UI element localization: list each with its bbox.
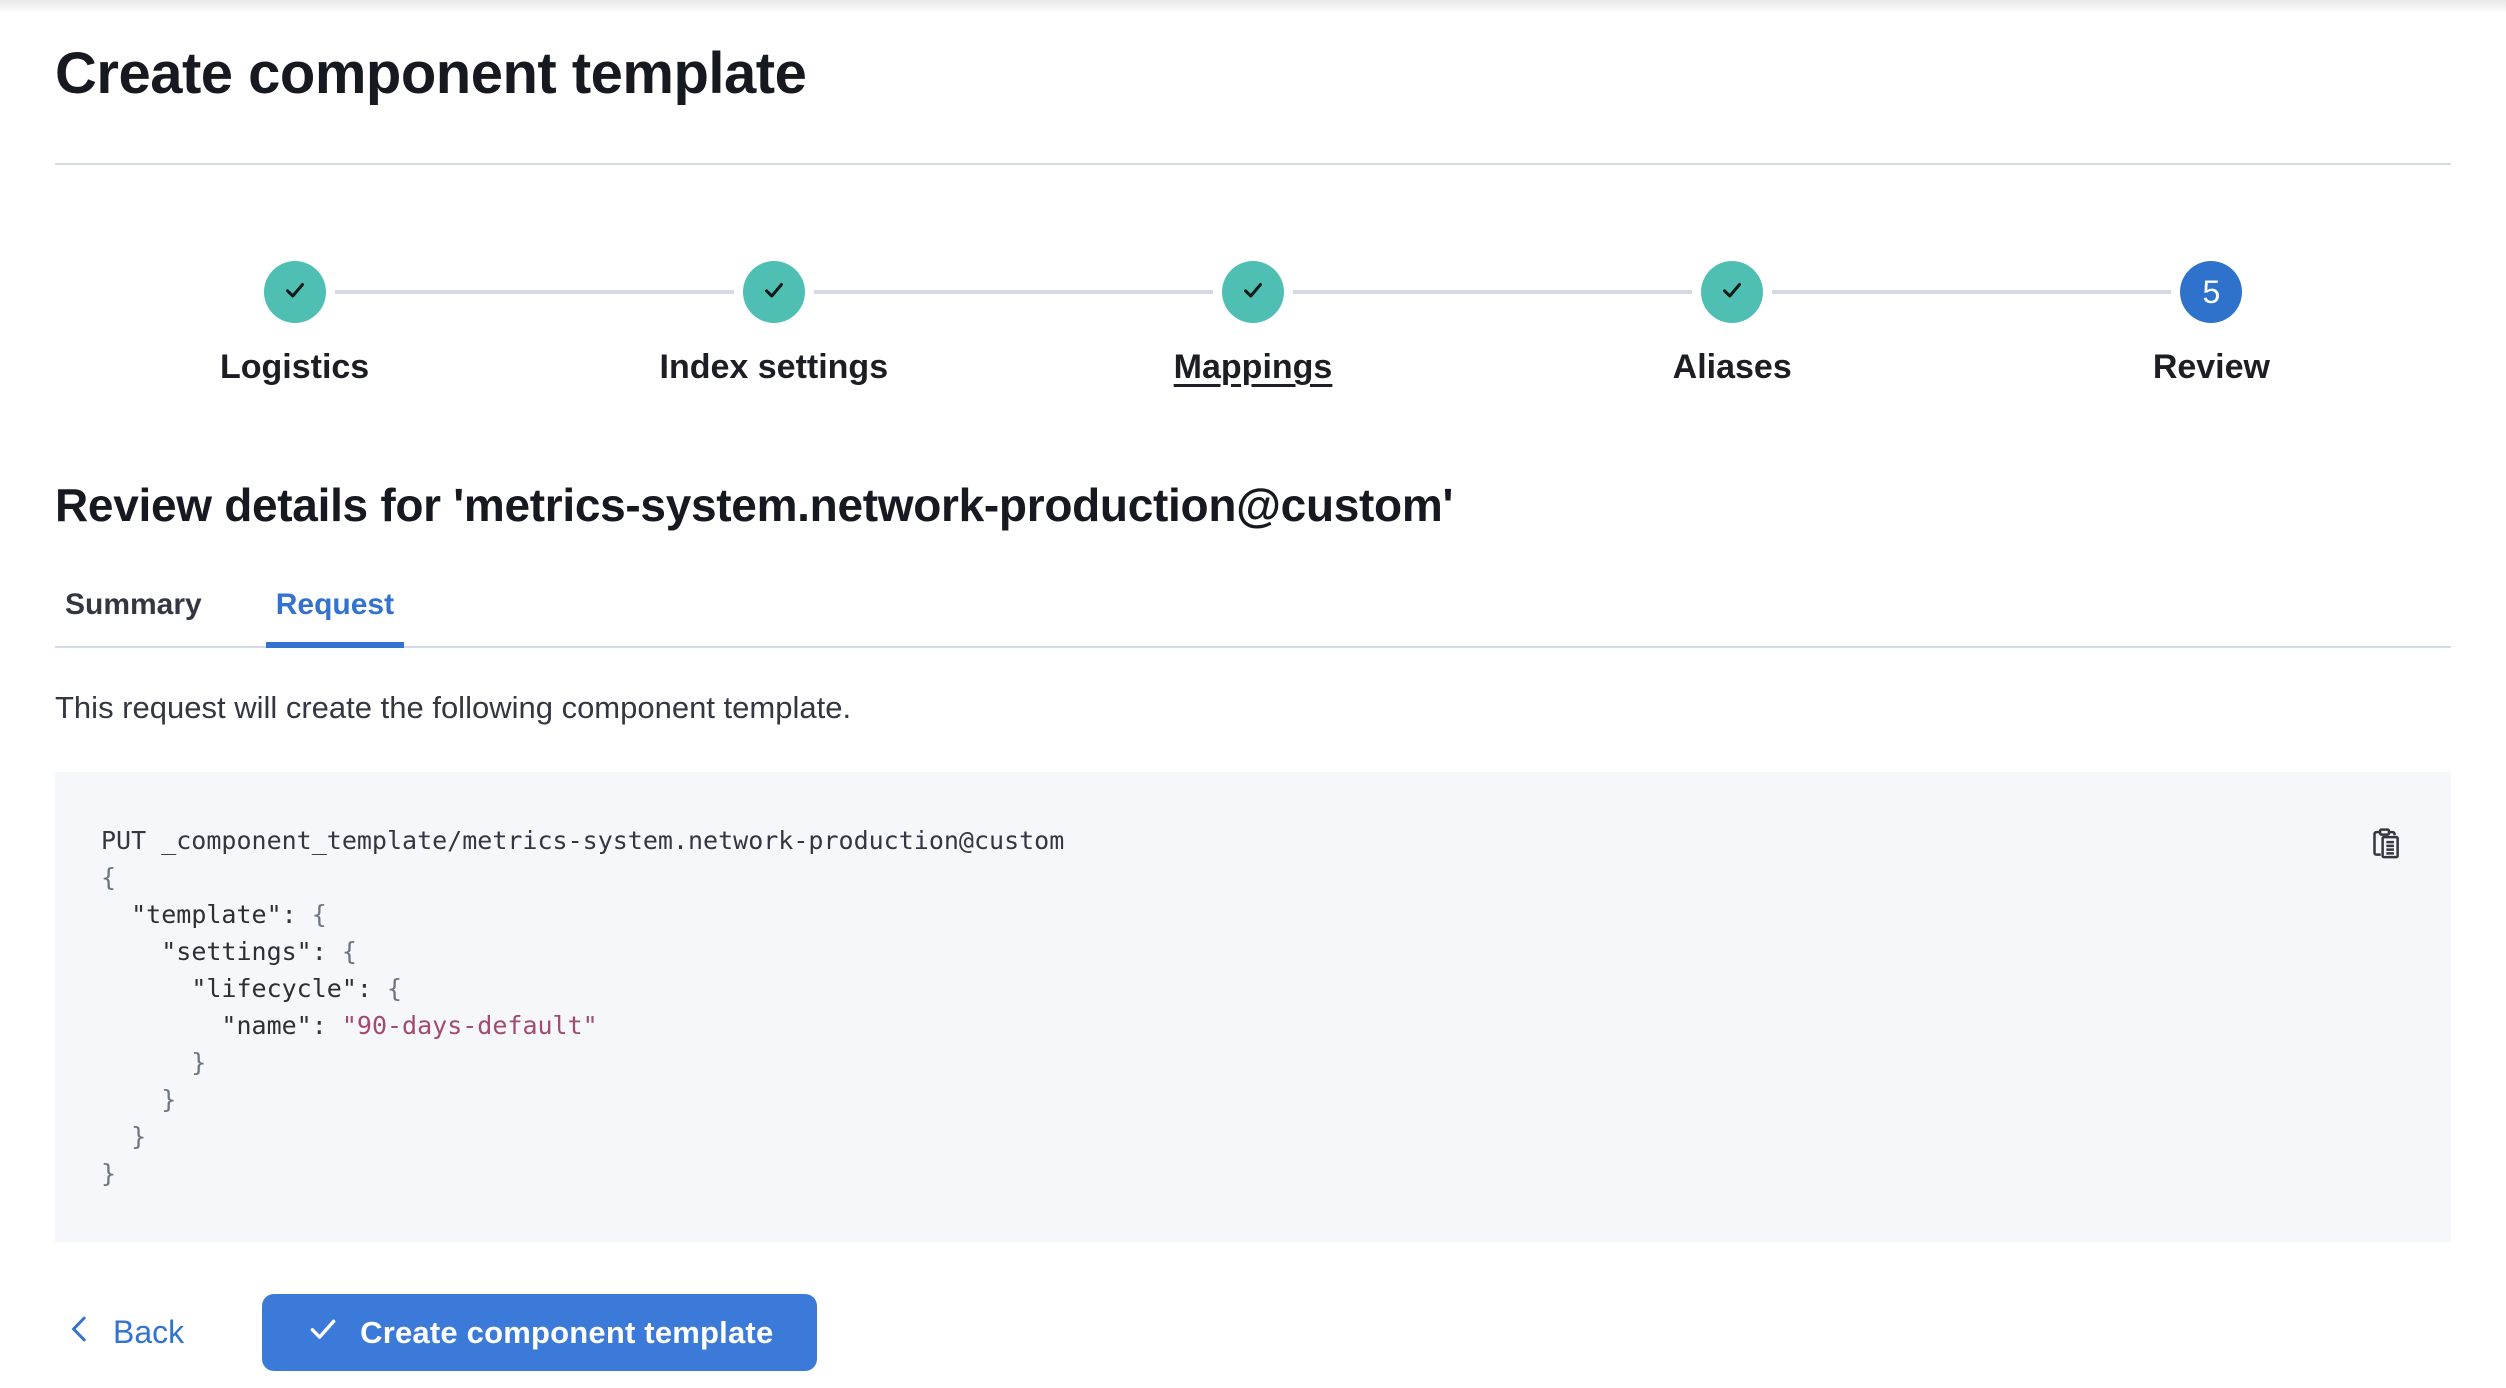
code-line: } bbox=[101, 1118, 2405, 1155]
code-token-key: "lifecycle" bbox=[191, 974, 357, 1004]
copy-clipboard-icon bbox=[2367, 828, 2407, 867]
code-line: "lifecycle": { bbox=[101, 970, 2405, 1007]
step-label[interactable]: Mappings bbox=[1173, 348, 1333, 386]
step-number: 5 bbox=[2202, 273, 2221, 310]
check-icon bbox=[1716, 274, 1748, 311]
step-connector bbox=[813, 290, 1213, 294]
page-title: Create component template bbox=[55, 41, 807, 106]
back-button[interactable]: Back bbox=[55, 1314, 194, 1352]
step-mappings[interactable]: Mappings bbox=[1013, 261, 1492, 386]
code-token-plain bbox=[101, 974, 191, 1003]
code-token-key: "settings" bbox=[161, 937, 312, 967]
code-token-plain bbox=[101, 937, 161, 966]
request-code: PUT _component_template/metrics-system.n… bbox=[101, 822, 2405, 1192]
step-label[interactable]: Index settings bbox=[659, 348, 889, 386]
step-aliases[interactable]: Aliases bbox=[1493, 261, 1972, 386]
page-content: Create component template Logistics Index… bbox=[0, 40, 2506, 1372]
step-complete-circle[interactable] bbox=[263, 261, 326, 323]
check-icon bbox=[758, 274, 790, 311]
step-complete-circle[interactable] bbox=[1222, 261, 1284, 323]
code-line: } bbox=[101, 1044, 2405, 1081]
window-top-shadow bbox=[0, 0, 2506, 14]
tab-summary[interactable]: Summary bbox=[55, 588, 212, 646]
code-token-key: "template" bbox=[131, 900, 282, 930]
code-token-key: "name" bbox=[221, 1011, 312, 1041]
code-token-punc: } bbox=[101, 1085, 177, 1115]
code-token-punc: { bbox=[311, 900, 327, 930]
review-tabs: Summary Request bbox=[55, 588, 2451, 649]
check-icon bbox=[279, 274, 311, 311]
title-divider bbox=[55, 163, 2451, 165]
step-label[interactable]: Logistics bbox=[219, 348, 370, 386]
code-token-plain: : bbox=[356, 974, 387, 1004]
code-token-string: "90-days-default" bbox=[341, 1011, 598, 1041]
step-index-settings[interactable]: Index settings bbox=[534, 261, 1013, 386]
code-token-plain: PUT _component_template/metrics-system.n… bbox=[101, 826, 1065, 856]
copy-to-clipboard-button[interactable] bbox=[2367, 824, 2407, 864]
code-token-punc: { bbox=[101, 863, 117, 893]
code-token-punc: } bbox=[101, 1122, 147, 1152]
code-line: "name": "90-days-default" bbox=[101, 1007, 2405, 1044]
step-complete-circle[interactable] bbox=[742, 261, 805, 323]
code-line: "template": { bbox=[101, 896, 2405, 933]
step-connector bbox=[334, 290, 734, 294]
step-current-circle: 5 bbox=[2180, 261, 2243, 323]
check-icon bbox=[1237, 274, 1269, 311]
request-code-block: PUT _component_template/metrics-system.n… bbox=[55, 772, 2451, 1243]
code-token-plain: : bbox=[311, 937, 342, 967]
step-label[interactable]: Aliases bbox=[1672, 348, 1792, 386]
code-line: } bbox=[101, 1155, 2405, 1192]
chevron-left-icon bbox=[65, 1314, 95, 1352]
code-token-plain bbox=[101, 1011, 221, 1040]
back-button-label: Back bbox=[113, 1314, 185, 1351]
wizard-footer: Back Create component template bbox=[55, 1294, 2451, 1372]
code-line: { bbox=[101, 859, 2405, 896]
code-token-punc: { bbox=[387, 974, 403, 1004]
create-component-template-button[interactable]: Create component template bbox=[262, 1294, 818, 1372]
code-token-punc: } bbox=[101, 1048, 207, 1078]
check-icon bbox=[306, 1312, 340, 1354]
code-token-plain bbox=[101, 900, 131, 929]
step-complete-circle[interactable] bbox=[1701, 261, 1764, 323]
step-logistics[interactable]: Logistics bbox=[55, 261, 534, 386]
step-connector bbox=[1293, 290, 1693, 294]
code-line: } bbox=[101, 1081, 2405, 1118]
tab-request[interactable]: Request bbox=[265, 588, 405, 649]
review-heading: Review details for 'metrics-system.netwo… bbox=[55, 479, 1454, 532]
code-line: PUT _component_template/metrics-system.n… bbox=[101, 822, 2405, 859]
code-token-punc: { bbox=[341, 937, 357, 967]
code-token-plain: : bbox=[311, 1011, 342, 1041]
create-button-label: Create component template bbox=[360, 1314, 774, 1350]
step-label: Review bbox=[2152, 348, 2270, 386]
request-description: This request will create the following c… bbox=[55, 690, 852, 726]
code-line: "settings": { bbox=[101, 933, 2405, 970]
code-token-plain: : bbox=[281, 900, 312, 930]
code-token-punc: } bbox=[101, 1159, 117, 1189]
step-connector bbox=[1772, 290, 2172, 294]
